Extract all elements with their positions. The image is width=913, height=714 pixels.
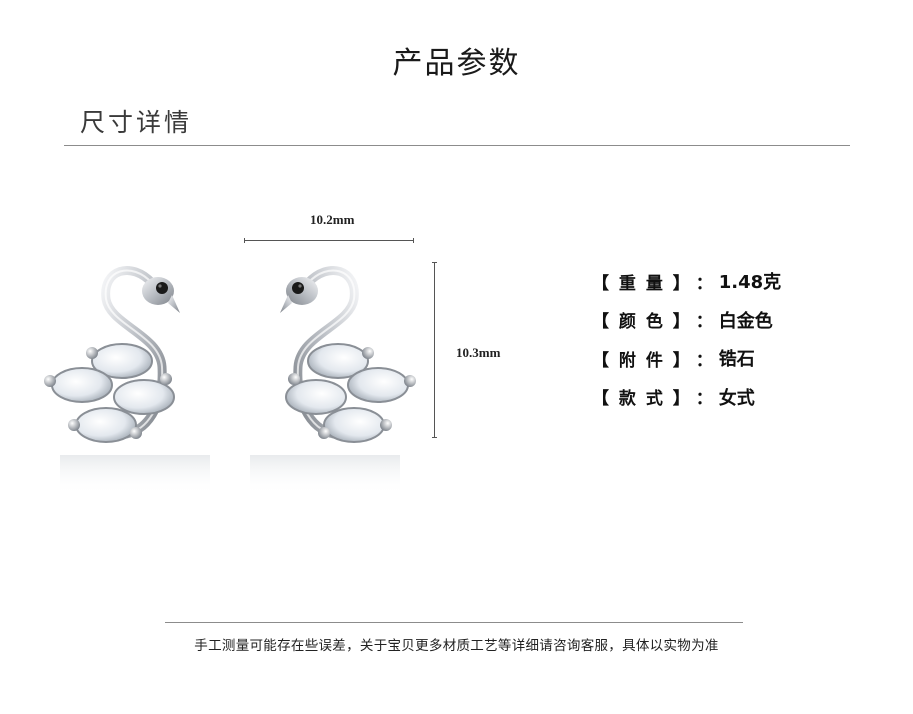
spec-row-weight: 【 重 量 】 ： 1.48克	[592, 262, 781, 301]
spec-label: 【 重 量 】	[592, 273, 692, 294]
measurement-disclaimer: 手工测量可能存在些误差，关于宝贝更多材质工艺等详细请咨询客服，具体以实物为准	[194, 638, 719, 654]
width-dimension-label: 10.2mm	[310, 212, 355, 227]
spec-list: 【 重 量 】 ： 1.48克 【 颜 色 】 ： 白金色 【 附 件 】 ： …	[592, 262, 781, 416]
spec-value: 女式	[718, 387, 755, 409]
spec-separator: ：	[695, 312, 713, 333]
swan-earrings-image	[40, 255, 430, 495]
spec-label: 【 附 件 】	[592, 350, 692, 371]
section-heading: 尺寸详情	[80, 108, 193, 137]
page-title: 产品参数	[392, 46, 521, 81]
top-divider	[64, 145, 850, 146]
width-dimension-line	[244, 238, 414, 243]
spec-value: 1.48克	[718, 272, 782, 294]
spec-separator: ：	[695, 389, 713, 410]
bottom-divider	[165, 622, 743, 623]
spec-separator: ：	[695, 350, 713, 371]
spec-label: 【 款 式 】	[592, 389, 692, 410]
height-dimension-label: 10.3mm	[456, 345, 501, 360]
spec-label: 【 颜 色 】	[592, 312, 692, 333]
height-dimension-line	[432, 262, 437, 438]
spec-value: 锆石	[718, 349, 755, 371]
spec-row-style: 【 款 式 】 ： 女式	[592, 378, 781, 417]
spec-row-accessory: 【 附 件 】 ： 锆石	[592, 339, 781, 378]
spec-row-color: 【 颜 色 】 ： 白金色	[592, 301, 781, 340]
spec-value: 白金色	[718, 310, 773, 332]
spec-separator: ：	[695, 273, 713, 294]
